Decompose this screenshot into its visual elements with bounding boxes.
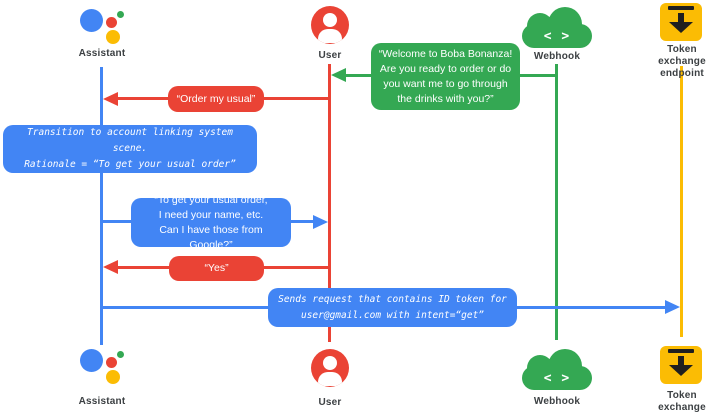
user-label: User (318, 397, 342, 408)
assistant-blue-circle (80, 9, 103, 32)
user-label: User (318, 50, 342, 61)
webhook-label: Webhook (533, 396, 581, 407)
assistant-lifeline (100, 67, 103, 345)
arrowhead-left-icon (331, 68, 346, 82)
webhook-cloud-icon: < > (522, 7, 592, 48)
user-body-shape (318, 29, 342, 43)
assistant-label: Assistant (78, 48, 126, 59)
code-brackets-icon: < > (543, 371, 571, 386)
token-exchange-endpoint-icon (660, 3, 702, 41)
welcome-message-bubble: “Welcome to Boba Bonanza! Are you ready … (371, 43, 520, 110)
token-slot-shape (668, 6, 694, 10)
user-lifeline (328, 64, 331, 342)
down-arrow-icon (678, 13, 684, 22)
arrowhead-left-icon (103, 260, 118, 274)
order-usual-message-bubble: “Order my usual” (168, 86, 264, 112)
assistant-red-circle (106, 17, 117, 28)
user-icon (311, 6, 349, 44)
yes-message-bubble: “Yes” (169, 256, 264, 281)
arrowhead-right-icon (665, 300, 680, 314)
webhook-label: Webhook (533, 51, 581, 62)
transition-note-box: Transition to account linking system sce… (3, 125, 257, 173)
assistant-label: Assistant (78, 396, 126, 407)
token-endpoint-label: Token exchange endpoint (658, 390, 706, 413)
assistant-green-circle (117, 11, 124, 18)
assistant-icon (80, 4, 128, 46)
assistant-yellow-circle (106, 30, 120, 44)
arrowhead-right-icon (313, 215, 328, 229)
token-endpoint-label: Token exchange endpoint (658, 44, 706, 79)
token-exchange-endpoint-icon (660, 346, 702, 384)
user-icon (311, 349, 349, 387)
token-request-note-box: Sends request that contains ID token for… (268, 288, 517, 327)
token-endpoint-lifeline (680, 66, 683, 337)
arrowhead-left-icon (103, 92, 118, 106)
ask-permission-message-bubble: “To get your usual order, I need your na… (131, 194, 291, 251)
webhook-lifeline (555, 64, 558, 340)
webhook-cloud-icon: < > (522, 349, 592, 390)
assistant-icon (80, 344, 128, 386)
down-arrow-icon (678, 356, 684, 365)
user-head-shape (323, 13, 337, 27)
code-brackets-icon: < > (543, 29, 571, 44)
